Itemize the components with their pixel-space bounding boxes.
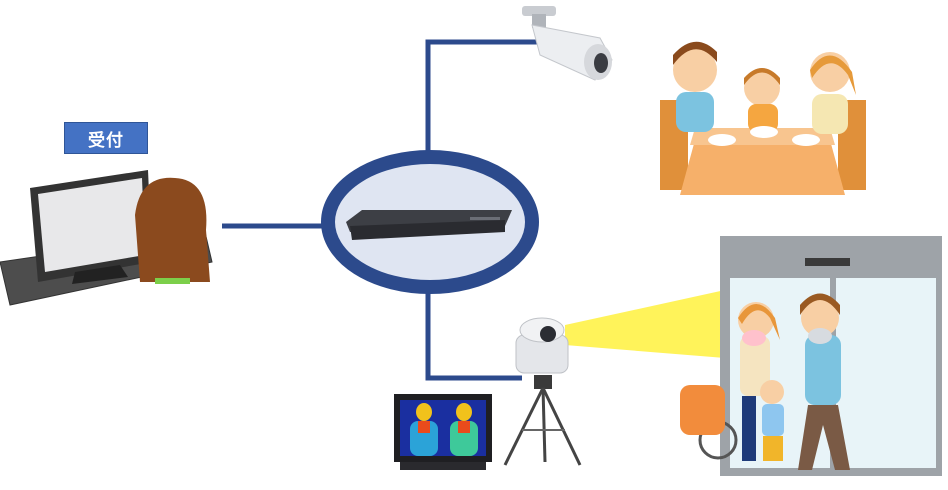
bullet-camera-icon (522, 6, 613, 81)
entrance-door-illustration (680, 236, 942, 476)
reception-desk-illustration (0, 170, 213, 306)
nvr-recorder (321, 150, 539, 294)
detection-beam (565, 290, 725, 358)
network-lines (222, 39, 545, 381)
line-to-thermal-camera (425, 292, 522, 381)
thermal-display-icon (394, 394, 492, 470)
reception-label: 受付 (64, 122, 148, 154)
line-to-bullet-camera (425, 39, 545, 155)
thermal-camera-icon (503, 317, 582, 466)
family-dining-illustration (660, 41, 866, 195)
